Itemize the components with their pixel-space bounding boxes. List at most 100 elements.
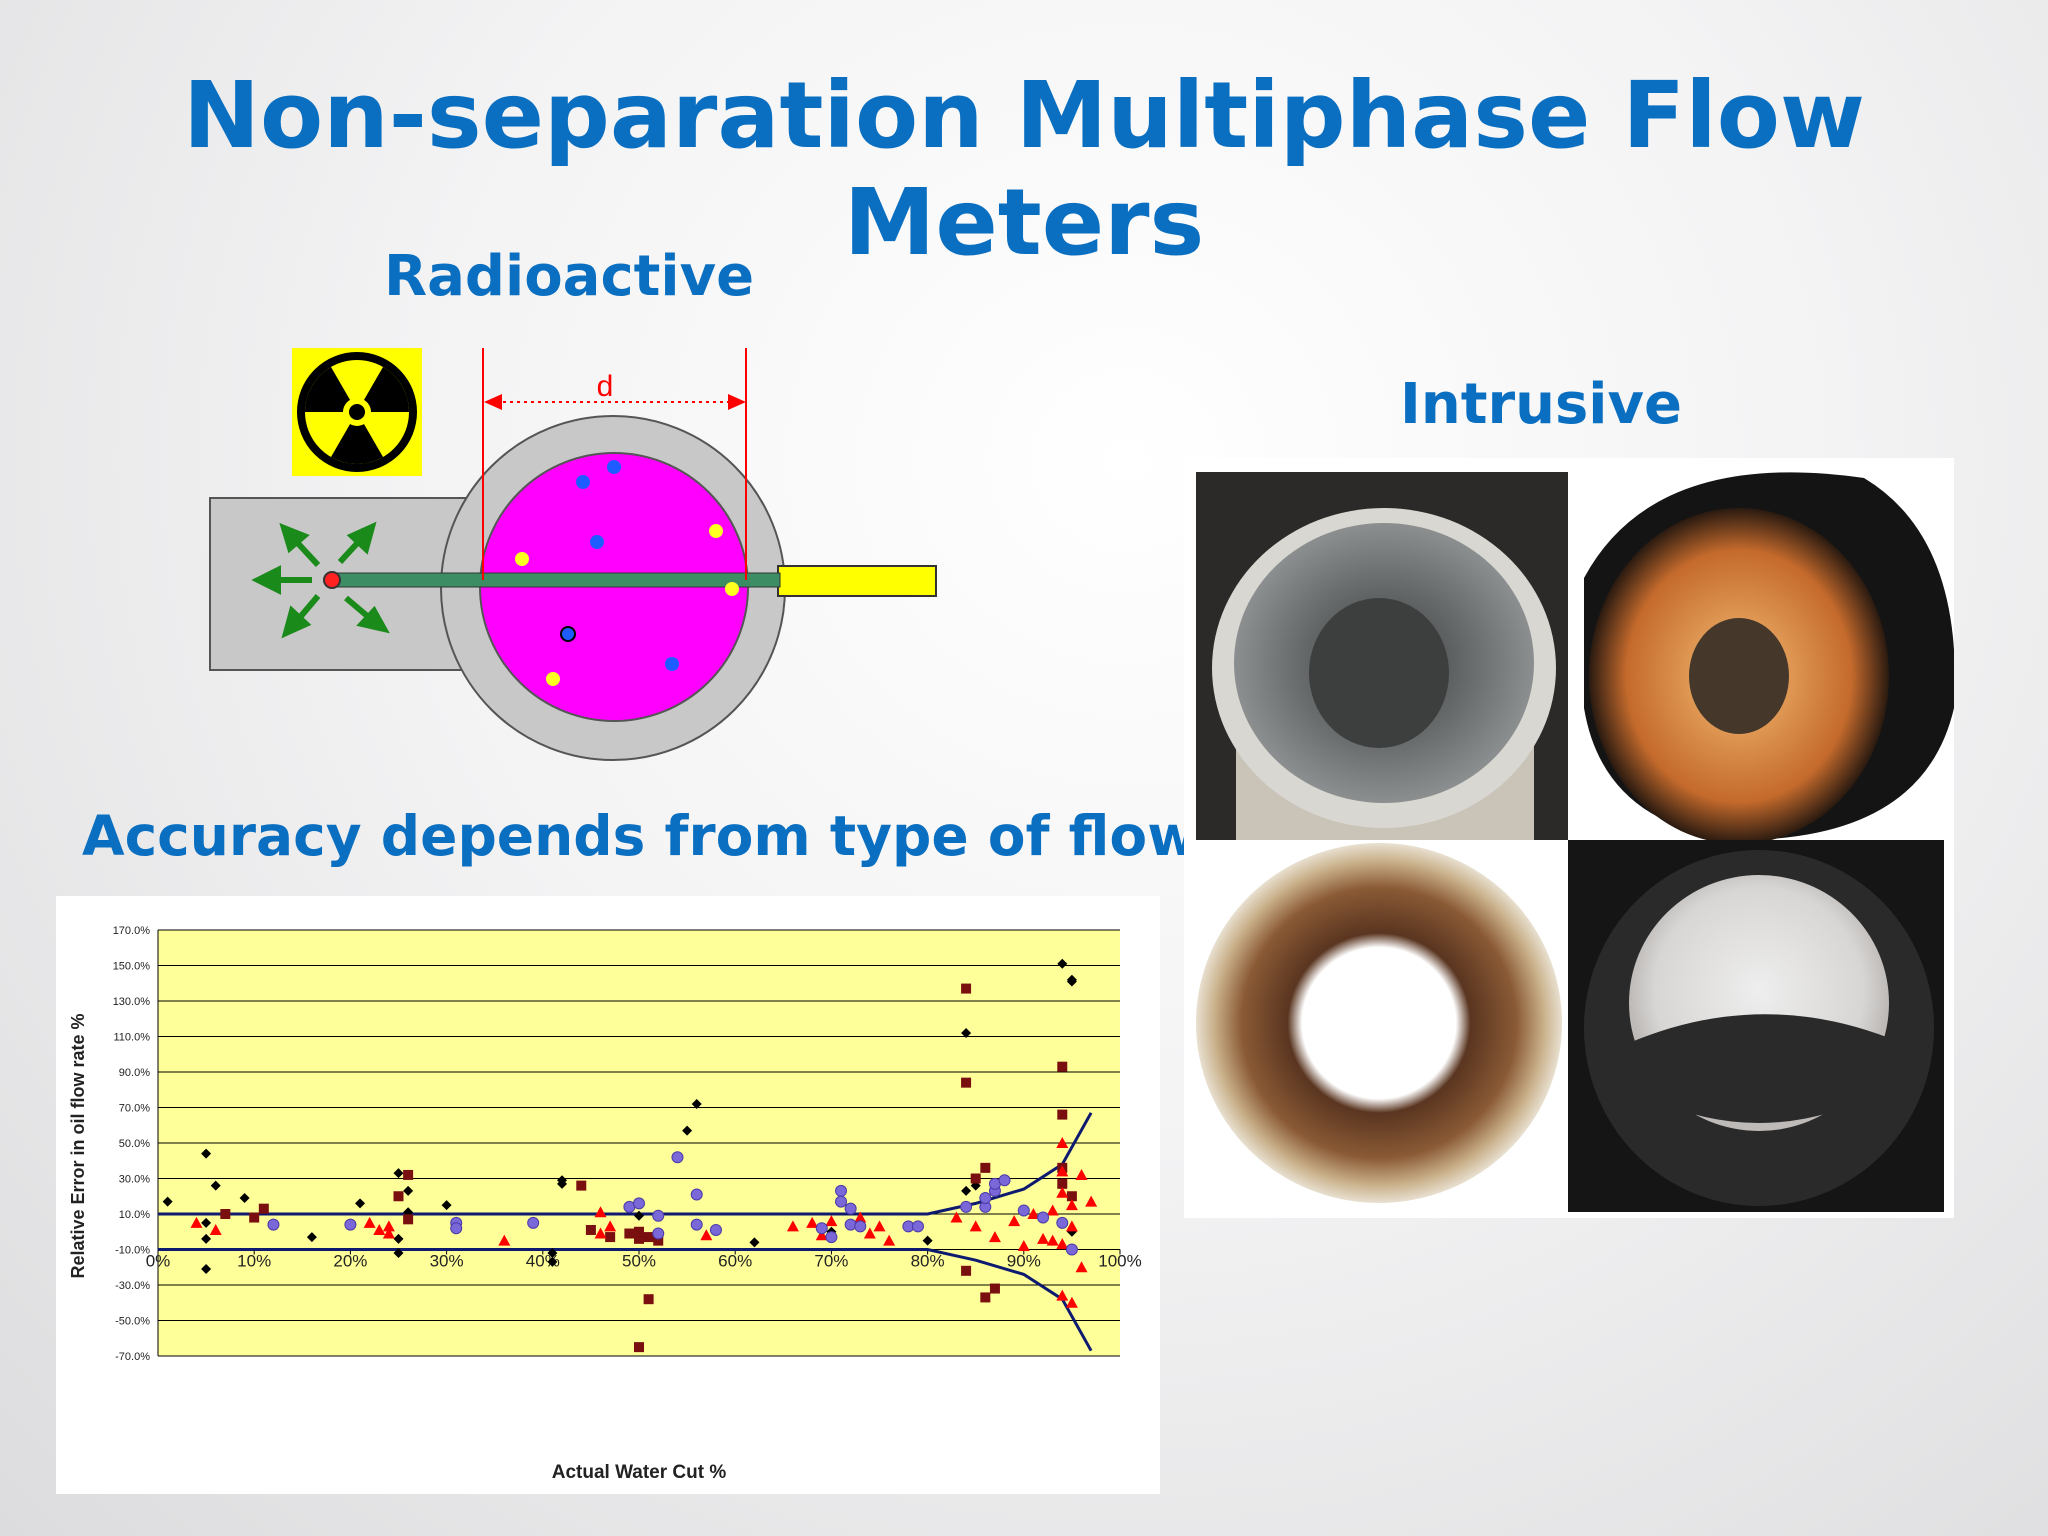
square-data-point	[249, 1212, 260, 1223]
triangle-data-point	[1065, 1199, 1078, 1211]
y-tick-label: 10.0%	[119, 1209, 150, 1221]
triangle-data-point	[604, 1220, 617, 1232]
circle-data-point	[815, 1222, 828, 1235]
triangle-data-point	[863, 1227, 876, 1239]
square-data-point	[258, 1203, 269, 1214]
square-data-point	[576, 1180, 587, 1191]
y-tick-label: -70.0%	[115, 1351, 150, 1363]
square-data-point	[634, 1233, 644, 1244]
x-tick-label: 10%	[237, 1252, 271, 1271]
triangle-data-point	[1056, 1289, 1069, 1301]
square-data-point	[970, 1173, 981, 1184]
triangle-data-point	[854, 1211, 867, 1223]
diamond-data-point	[403, 1185, 414, 1196]
circle-data-point	[652, 1209, 665, 1222]
triangle-data-point	[498, 1234, 511, 1246]
diamond-data-point	[1057, 958, 1068, 969]
diamond-data-point	[393, 1248, 404, 1259]
triangle-data-point	[825, 1215, 838, 1227]
triangle-data-point	[1046, 1204, 1059, 1216]
square-data-point	[403, 1214, 414, 1225]
diamond-data-point	[557, 1178, 568, 1189]
triangle-data-point	[1056, 1238, 1069, 1250]
circle-data-point	[1017, 1204, 1030, 1217]
x-tick-label: 100%	[1098, 1252, 1141, 1271]
circle-data-point	[671, 1151, 684, 1164]
diamond-data-point	[210, 1180, 221, 1191]
circle-data-point	[527, 1216, 540, 1229]
x-tick-label: 50%	[622, 1252, 656, 1271]
diamond-data-point	[306, 1232, 317, 1243]
diamond-data-point	[239, 1193, 250, 1204]
square-data-point	[1057, 1178, 1068, 1189]
circle-data-point	[267, 1218, 280, 1231]
square-data-point	[643, 1294, 654, 1305]
square-data-point	[1057, 1109, 1068, 1120]
triangle-data-point	[1056, 1137, 1069, 1148]
intrusive-photos	[1184, 458, 1955, 1218]
square-data-point	[634, 1342, 644, 1353]
circle-data-point	[911, 1220, 924, 1233]
diamond-data-point	[749, 1237, 760, 1248]
circle-data-point	[979, 1192, 992, 1205]
y-tick-label: 110.0%	[114, 1032, 151, 1044]
triangle-data-point	[1085, 1195, 1098, 1207]
triangle-data-point	[883, 1234, 896, 1246]
error-bound-lower	[158, 1248, 1093, 1352]
x-tick-label: 80%	[911, 1252, 945, 1271]
triangle-data-point	[1056, 1165, 1069, 1177]
circle-data-point	[652, 1227, 665, 1240]
triangle-data-point	[1056, 1186, 1069, 1198]
square-data-point	[393, 1191, 404, 1202]
y-tick-label: 150.0%	[113, 961, 151, 973]
triangle-data-point	[1027, 1208, 1040, 1219]
triangle-data-point	[806, 1216, 819, 1228]
detector-rod	[777, 565, 937, 597]
circle-data-point	[998, 1174, 1011, 1187]
square-data-point	[1066, 1191, 1077, 1202]
square-data-point	[653, 1235, 664, 1246]
x-tick-label: 30%	[430, 1252, 464, 1271]
y-tick-label: 130.0%	[113, 996, 151, 1008]
circle-data-point	[1037, 1211, 1050, 1224]
circle-data-point	[344, 1218, 357, 1231]
accuracy-chart: 170.0%150.0%130.0%110.0%90.0%70.0%50.0%3…	[68, 925, 1142, 1483]
triangle-data-point	[969, 1220, 982, 1232]
square-data-point	[1057, 1061, 1068, 1072]
triangle-data-point	[1017, 1239, 1030, 1251]
square-data-point	[961, 1265, 972, 1276]
diamond-data-point	[922, 1235, 933, 1246]
pipe-scale-photo-4	[1568, 840, 1944, 1212]
circle-data-point	[844, 1218, 857, 1231]
circle-data-point	[1065, 1243, 1078, 1256]
y-tick-label: 170.0%	[113, 925, 151, 937]
diamond-data-point	[393, 1233, 404, 1244]
square-data-point	[989, 1283, 1000, 1294]
diamond-data-point	[441, 1200, 452, 1211]
circle-data-point	[709, 1223, 722, 1236]
triangle-data-point	[363, 1216, 376, 1228]
triangle-data-point	[594, 1227, 607, 1239]
diamond-data-point	[393, 1168, 404, 1179]
radioactive-heading: Radioactive	[384, 244, 755, 309]
triangle-data-point	[594, 1206, 607, 1218]
pipe-scale-photo-1	[1196, 472, 1568, 840]
triangle-data-point	[1008, 1215, 1021, 1227]
diamond-data-point	[634, 1210, 644, 1221]
triangle-data-point	[786, 1220, 799, 1232]
accuracy-chart-panel: 170.0%150.0%130.0%110.0%90.0%70.0%50.0%3…	[56, 896, 1160, 1494]
triangle-data-point	[1046, 1234, 1059, 1246]
triangle-data-point	[190, 1216, 203, 1228]
square-data-point	[643, 1232, 654, 1243]
source-probe	[331, 572, 781, 588]
square-data-point	[220, 1209, 231, 1219]
triangle-data-point	[815, 1229, 828, 1241]
circle-data-point	[835, 1184, 848, 1197]
circle-data-point	[825, 1231, 838, 1244]
square-data-point	[585, 1224, 596, 1235]
error-bound-upper	[158, 1112, 1093, 1216]
diamond-data-point	[1066, 976, 1077, 987]
triangle-data-point	[988, 1231, 1001, 1243]
x-tick-label: 20%	[333, 1252, 367, 1271]
circle-data-point	[690, 1188, 703, 1201]
